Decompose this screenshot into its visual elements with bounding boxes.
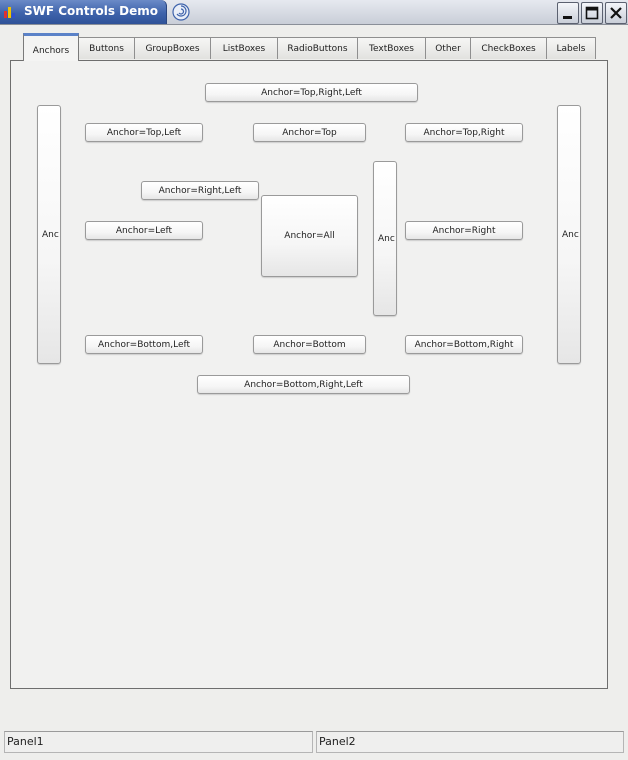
anchor-bottom-left-button[interactable]: Anchor=Bottom,Left <box>85 335 203 354</box>
swf-app-icon <box>4 6 18 18</box>
tab-labels[interactable]: Labels <box>546 37 596 59</box>
anchor-top-right-button[interactable]: Anchor=Top,Right <box>405 123 523 142</box>
statusbar-panel2: Panel2 <box>316 731 624 753</box>
swirl-icon[interactable] <box>170 2 192 22</box>
anchor-right-left-button[interactable]: Anchor=Right,Left <box>141 181 259 200</box>
statusbar-panel1: Panel1 <box>4 731 313 753</box>
anchor-tall-middle-button[interactable]: Anc <box>373 161 397 316</box>
anchor-right-button[interactable]: Anchor=Right <box>405 221 523 240</box>
tab-textboxes[interactable]: TextBoxes <box>357 37 426 59</box>
window-title: SWF Controls Demo <box>24 4 159 18</box>
anchor-all-button[interactable]: Anchor=All <box>261 195 358 277</box>
tab-buttons[interactable]: Buttons <box>78 37 135 59</box>
anchor-top-right-left-button[interactable]: Anchor=Top,Right,Left <box>205 83 418 102</box>
anchor-left-button[interactable]: Anchor=Left <box>85 221 203 240</box>
close-icon <box>610 7 622 19</box>
anchor-tall-left-button[interactable]: Anc <box>37 105 61 364</box>
minimize-icon <box>563 16 572 19</box>
maximize-icon <box>585 6 599 20</box>
anchor-top-left-button[interactable]: Anchor=Top,Left <box>85 123 203 142</box>
tab-listboxes[interactable]: ListBoxes <box>210 37 278 59</box>
tab-radiobuttons[interactable]: RadioButtons <box>277 37 358 59</box>
anchor-top-button[interactable]: Anchor=Top <box>253 123 366 142</box>
anchor-bottom-right-button[interactable]: Anchor=Bottom,Right <box>405 335 523 354</box>
anchor-tall-right-button[interactable]: Anc <box>557 105 581 364</box>
tab-anchors[interactable]: Anchors <box>23 33 79 61</box>
close-button[interactable] <box>605 2 627 24</box>
minimize-button[interactable] <box>557 2 579 24</box>
window-titlebar[interactable]: SWF Controls Demo <box>0 0 628 25</box>
tab-panel-anchors <box>10 60 608 689</box>
title-tab[interactable]: SWF Controls Demo <box>0 0 167 24</box>
tab-other[interactable]: Other <box>425 37 471 59</box>
tab-groupboxes[interactable]: GroupBoxes <box>134 37 211 59</box>
maximize-button[interactable] <box>581 2 603 24</box>
anchor-bottom-right-left-button[interactable]: Anchor=Bottom,Right,Left <box>197 375 410 394</box>
tab-checkboxes[interactable]: CheckBoxes <box>470 37 547 59</box>
anchor-bottom-button[interactable]: Anchor=Bottom <box>253 335 366 354</box>
